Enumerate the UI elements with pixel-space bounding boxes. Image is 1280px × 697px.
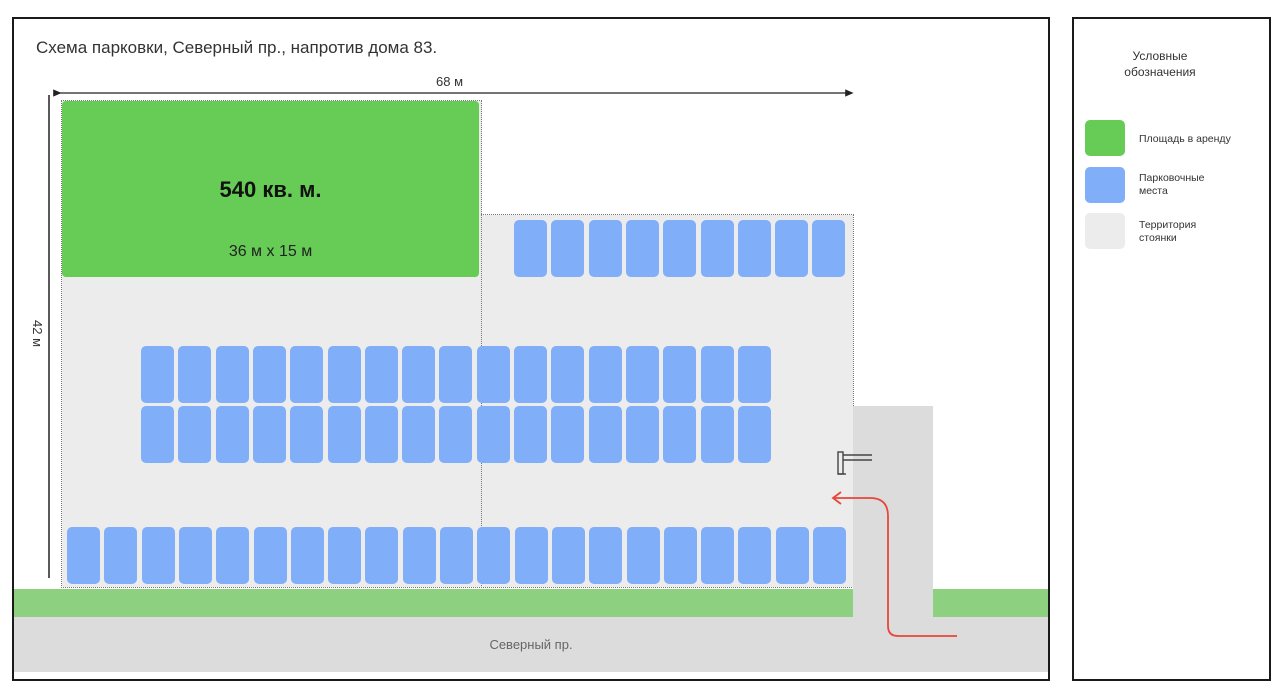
barrier-icon	[837, 451, 872, 475]
parking-spot-middle-row	[476, 346, 510, 403]
width-dimension-label: 68 м	[436, 74, 464, 89]
green-strip-left	[14, 589, 853, 617]
parking-spot-middle-row	[402, 406, 436, 463]
parking-spot-middle-row	[439, 346, 473, 403]
parking-spot-middle-row	[439, 406, 473, 463]
parking-spot-middle-row	[588, 406, 622, 463]
parking-spot-middle-row	[551, 346, 585, 403]
entrance-driveway	[853, 406, 933, 618]
parking-spot-bottom-row	[551, 527, 585, 584]
parking-spot-middle-row	[625, 406, 659, 463]
green-strip-right	[933, 589, 1048, 617]
legend-swatch-territory	[1085, 213, 1125, 249]
parking-spot-top-row	[812, 220, 846, 277]
legend-label-rental: Площадь в аренду	[1139, 133, 1231, 145]
legend-label-territory: Территория стоянки	[1139, 219, 1197, 244]
parking-spot-middle-row	[663, 346, 697, 403]
parking-spot-middle-row	[737, 406, 771, 463]
parking-spot-bottom-row	[253, 527, 287, 584]
parking-spot-bottom-row	[104, 527, 138, 584]
parking-spot-middle-row	[141, 346, 174, 403]
parking-spot-middle-row	[364, 406, 398, 463]
parking-spot-middle-row	[700, 406, 734, 463]
parking-spot-middle-row	[252, 346, 286, 403]
parking-spot-middle-row	[327, 406, 361, 463]
parking-spot-top-row	[625, 220, 659, 277]
parking-spot-middle-row	[178, 346, 212, 403]
parking-spot-bottom-row	[440, 527, 473, 584]
parking-spot-middle-row	[625, 346, 659, 403]
parking-spot-bottom-row	[701, 527, 735, 584]
legend-swatch-parking	[1085, 167, 1125, 203]
legend-label-parking: Парковочные места	[1139, 172, 1205, 197]
parking-spot-bottom-row	[141, 527, 175, 584]
parking-spot-bottom-row	[290, 527, 324, 584]
parking-spot-bottom-row	[477, 527, 511, 584]
parking-spot-bottom-row	[663, 527, 697, 584]
road: Северный пр.	[14, 617, 1048, 672]
legend-title: Условные обозначения	[1124, 49, 1196, 79]
parking-spot-bottom-row	[626, 527, 660, 584]
parking-spot-bottom-row	[178, 527, 212, 584]
scheme-title: Схема парковки, Северный пр., напротив д…	[36, 38, 438, 57]
parking-spot-middle-row	[215, 406, 249, 463]
parking-spot-middle-row	[476, 406, 510, 463]
rental-area: 540 кв. м. 36 м х 15 м	[62, 101, 479, 277]
parking-spot-middle-row	[588, 346, 622, 403]
parking-spot-top-row	[700, 220, 734, 277]
parking-spot-bottom-row	[402, 527, 436, 584]
parking-spot-bottom-row	[67, 527, 100, 584]
parking-spot-top-row	[551, 220, 585, 277]
parking-spot-bottom-row	[813, 527, 846, 584]
rental-area-dimensions: 36 м х 15 м	[228, 243, 313, 260]
parking-spot-top-row	[737, 220, 771, 277]
parking-spot-bottom-row	[738, 527, 772, 584]
entry-arrow	[831, 491, 957, 637]
parking-spot-top-row	[775, 220, 809, 277]
parking-spot-middle-row	[290, 406, 324, 463]
parking-spot-top-row	[663, 220, 697, 277]
parking-spot-middle-row	[327, 346, 361, 403]
parking-spot-middle-row	[141, 406, 174, 463]
rental-area-size: 540 кв. м.	[219, 177, 322, 202]
parking-spot-top-row	[514, 220, 547, 277]
parking-spot-middle-row	[514, 406, 547, 463]
parking-spot-middle-row	[551, 406, 585, 463]
road-label: Северный пр.	[489, 637, 573, 652]
parking-spot-middle-row	[737, 346, 771, 403]
parking-spot-middle-row	[663, 406, 697, 463]
parking-spot-bottom-row	[775, 527, 809, 584]
parking-spot-middle-row	[402, 346, 436, 403]
parking-spot-bottom-row	[514, 527, 548, 584]
parking-spot-middle-row	[364, 346, 398, 403]
parking-spot-bottom-row	[328, 527, 362, 584]
parking-spot-top-row	[588, 220, 622, 277]
parking-spot-middle-row	[178, 406, 212, 463]
parking-spot-middle-row	[514, 346, 547, 403]
legend-swatch-rental	[1085, 120, 1125, 156]
parking-spot-bottom-row	[216, 527, 250, 584]
parking-spot-middle-row	[290, 346, 324, 403]
parking-spot-middle-row	[700, 346, 734, 403]
parking-spot-middle-row	[215, 346, 249, 403]
parking-spot-middle-row	[252, 406, 286, 463]
parking-spot-bottom-row	[365, 527, 399, 584]
parking-spot-bottom-row	[589, 527, 623, 584]
